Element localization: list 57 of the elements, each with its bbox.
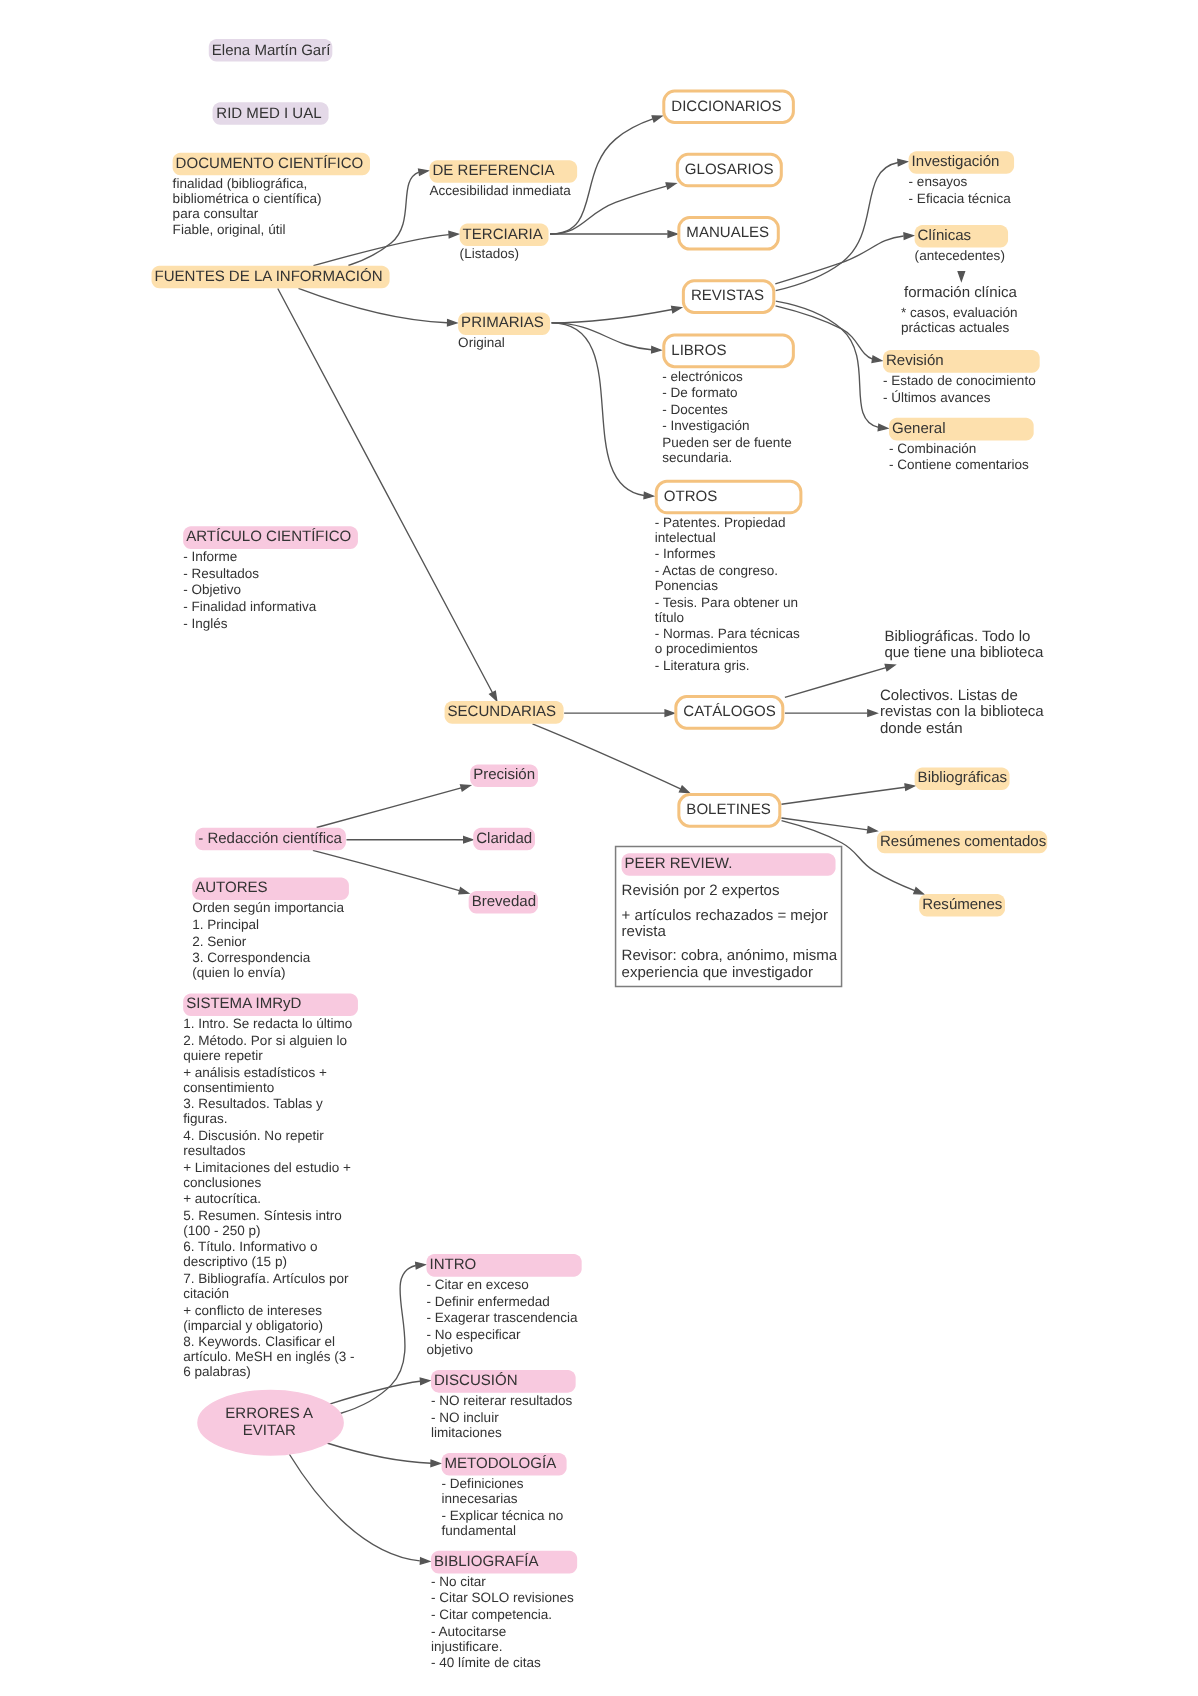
arrow [288, 1453, 432, 1565]
node-box: Revisión [883, 350, 1040, 373]
arrow [345, 835, 475, 844]
node-box: SISTEMA IMRyD [183, 993, 358, 1016]
arrow [774, 305, 884, 364]
node-box: - Redacción científica [195, 827, 346, 851]
node-box: AUTORES [192, 877, 349, 900]
node-text: Colectivos. Listas de revistas con la biblioteca donde están [879, 685, 1044, 737]
arrow [549, 182, 678, 235]
node-box: Precisión [470, 764, 538, 787]
arrow [550, 322, 656, 500]
arrow [549, 229, 680, 239]
arrow [563, 709, 677, 718]
arrow [775, 158, 910, 292]
arrow [784, 709, 879, 718]
arrow [780, 783, 917, 805]
node-box: INTRO [426, 1254, 582, 1277]
arrow [550, 322, 663, 354]
label: Elena Martín Garí [211, 40, 331, 59]
node-text: Bibliográficas. Todo lo que tiene una biblioteca [884, 626, 1044, 662]
node-box: Resúmenes [919, 893, 1006, 917]
node-box: PRIMARIAS [458, 312, 551, 335]
arrow [347, 168, 431, 267]
arrow [780, 819, 926, 895]
arrow [774, 231, 916, 285]
node-ellipse: ERRORES A EVITAR [197, 1389, 344, 1456]
node-box: Resúmenes comentados [876, 830, 1048, 854]
node-box: ARTÍCULO CIENTÍFICO [183, 526, 358, 549]
node-box: Bibliográficas [914, 767, 1010, 790]
node-text: formación clínica [904, 283, 1017, 302]
node-box: Investigación [908, 151, 1015, 174]
node-box: Claridad [473, 827, 535, 851]
node-box: PEER REVIEW. Revisión por 2 expertos + artículos rechazados = mejor revista Revisor: cobra, anónimo, misma experiencia que investigador [614, 845, 843, 988]
arrow [775, 300, 890, 432]
arrow [531, 723, 691, 794]
node-box: FUENTES DE LA INFORMACIÓN [151, 265, 390, 289]
arrow [312, 230, 461, 267]
node-box: SECUNDARIAS [444, 701, 564, 724]
arrow [277, 287, 498, 703]
arrow [339, 1261, 428, 1415]
label: RID MED I UAL [216, 104, 322, 123]
arrow [312, 849, 471, 895]
node-box: DOCUMENTO CIENTÍFICO [172, 152, 370, 176]
node-box: BIBLIOGRAFÍA [431, 1550, 578, 1574]
arrow [780, 817, 879, 834]
node-box: General [889, 417, 1034, 441]
arrow [297, 287, 459, 327]
arrow [316, 784, 473, 829]
arrow [328, 1377, 432, 1405]
arrow [784, 663, 897, 699]
node-box: Clínicas [914, 225, 1009, 248]
node-box: METODOLOGÍA [441, 1452, 567, 1476]
arrow [326, 1442, 443, 1468]
node-box: Brevedad [468, 890, 538, 914]
node-box: TERCIARIA [459, 223, 549, 247]
node-box: DISCUSIÓN [431, 1370, 576, 1393]
node-box: DE REFERENCIA [429, 160, 578, 183]
